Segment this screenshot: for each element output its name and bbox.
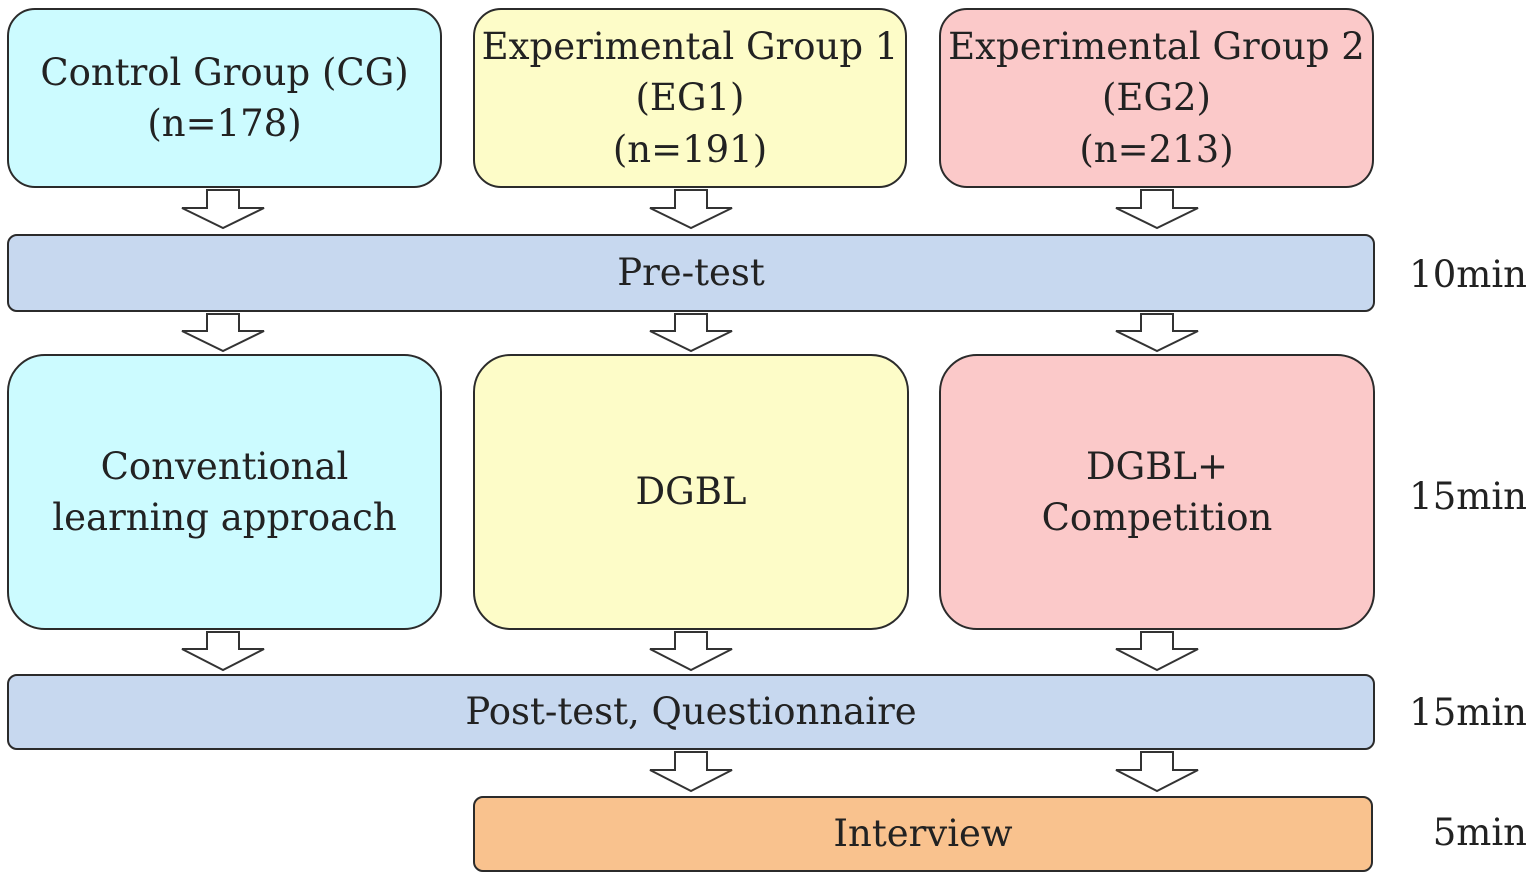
down-arrow-icon	[1115, 751, 1199, 793]
down-arrow-icon	[649, 631, 733, 672]
down-arrow-icon	[649, 751, 733, 793]
down-arrow-icon	[181, 631, 265, 672]
pretest-bar: Pre-test	[7, 234, 1375, 312]
down-arrow-icon	[649, 189, 733, 230]
experimental-group-1-box: Experimental Group 1 (EG1) (n=191)	[473, 8, 907, 188]
experimental-group-1-label: Experimental Group 1 (EG1) (n=191)	[481, 25, 899, 171]
dgbl-competition-label: DGBL+ Competition	[1041, 444, 1273, 539]
posttest-bar: Post-test, Questionnaire	[7, 674, 1375, 750]
down-arrow-icon	[1115, 189, 1199, 230]
posttest-label: Post-test, Questionnaire	[465, 690, 917, 734]
down-arrow-icon	[649, 313, 733, 353]
posttest-duration: 15min	[1409, 691, 1527, 734]
interview-duration: 5min	[1432, 811, 1527, 854]
experimental-group-2-label: Experimental Group 2 (EG2) (n=213)	[948, 25, 1365, 171]
conventional-learning-box: Conventional learning approach	[7, 354, 442, 630]
down-arrow-icon	[181, 189, 265, 230]
treatment-duration: 15min	[1409, 475, 1527, 518]
interview-label: Interview	[833, 812, 1013, 856]
down-arrow-icon	[1115, 313, 1199, 353]
dgbl-box: DGBL	[473, 354, 909, 630]
interview-bar: Interview	[473, 796, 1373, 872]
experimental-group-2-box: Experimental Group 2 (EG2) (n=213)	[939, 8, 1374, 188]
dgbl-competition-box: DGBL+ Competition	[939, 354, 1375, 630]
dgbl-label: DGBL	[635, 470, 747, 514]
down-arrow-icon	[181, 313, 265, 353]
control-group-box: Control Group (CG) (n=178)	[7, 8, 442, 188]
down-arrow-icon	[1115, 631, 1199, 672]
pretest-duration: 10min	[1409, 253, 1527, 296]
control-group-label: Control Group (CG) (n=178)	[40, 50, 409, 145]
pretest-label: Pre-test	[617, 251, 765, 295]
conventional-learning-label: Conventional learning approach	[52, 444, 397, 539]
